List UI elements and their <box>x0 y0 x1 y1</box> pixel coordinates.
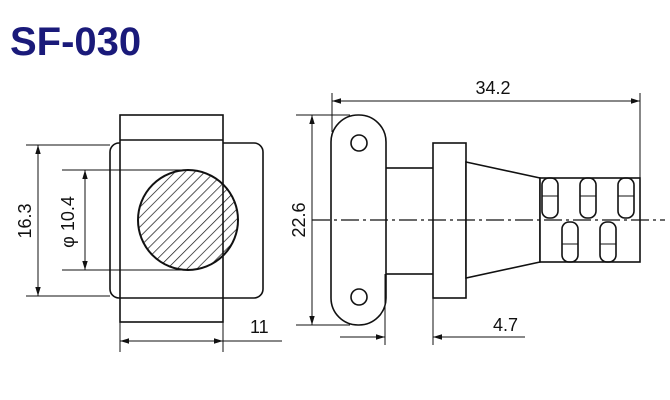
hatched-bore-circle <box>137 169 239 271</box>
dim-overall-length: 34.2 <box>475 78 510 98</box>
dim-front-width: 11 <box>250 317 269 337</box>
front-view: 16.3 φ 10.4 11 <box>15 114 282 352</box>
dim-plug-length: 4.7 <box>493 315 518 335</box>
dim-hole-diameter: φ 10.4 <box>58 196 78 248</box>
part-title: SF-030 <box>10 20 141 64</box>
flange-hole-bottom <box>350 288 368 306</box>
side-cylinder <box>384 167 436 275</box>
flange-hole-top <box>350 134 368 152</box>
dim-height-front: 16.3 <box>15 203 35 238</box>
side-view: 34.2 22.6 4.7 <box>289 78 665 345</box>
dim-flange-height: 22.6 <box>289 202 309 237</box>
